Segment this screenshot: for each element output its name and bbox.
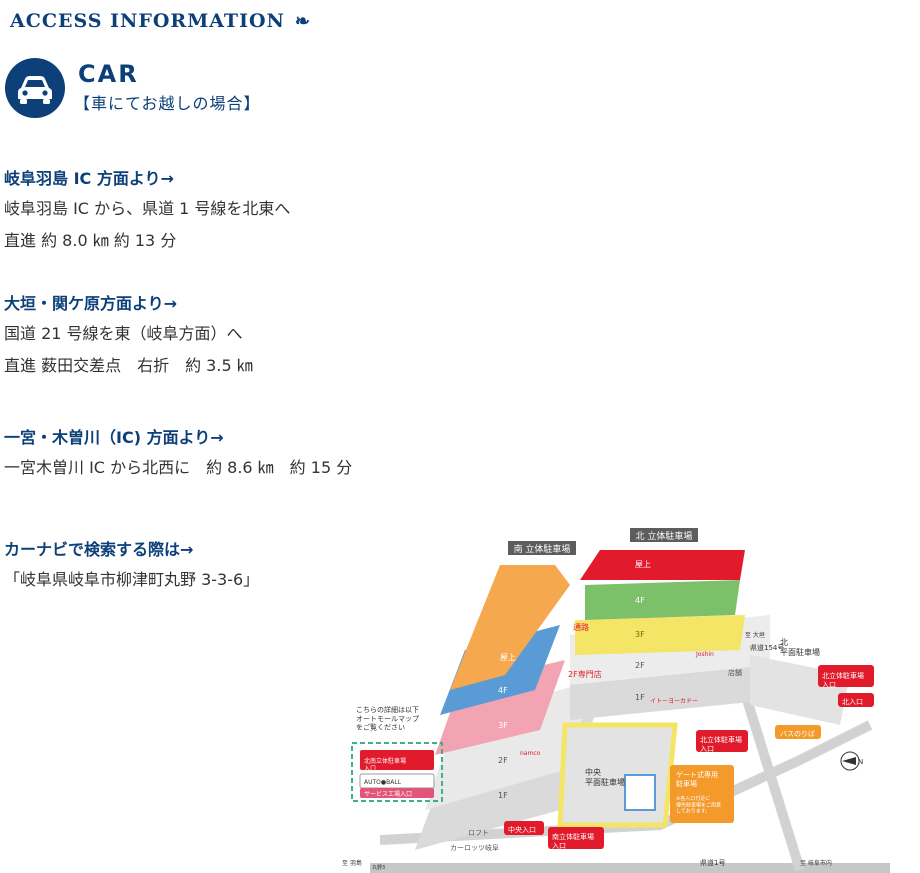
gate-note-label: ※各入口付近に優先駐車場をご用意しております。	[676, 795, 721, 815]
route-navigation: カーナビで検索する際は→ 「岐阜県岐阜市柳津町丸野 3-3-6」	[4, 536, 524, 596]
joshin-logo: Joshin	[695, 651, 714, 658]
bus-stop-label: バスのりば	[780, 729, 815, 738]
route-line: 岐阜羽島 IC から、県道 1 号線を北東へ	[4, 199, 291, 218]
compass-label: N	[858, 758, 863, 766]
pref1-label: 県道1号	[700, 858, 725, 867]
north-roof-deck	[580, 550, 745, 580]
route-ogaki: 大垣・関ケ原方面より→ 国道 21 号線を東（岐阜方面）へ 直進 薮田交差点 右…	[4, 290, 524, 382]
central-flat-label: 中央平面駐車場	[585, 767, 625, 787]
north-tower-entrance-badge	[818, 665, 874, 687]
to-hashima-label: 至 羽島	[342, 859, 362, 867]
north-1f-label: 1F	[635, 693, 645, 702]
loft-label: ロフト	[468, 829, 489, 837]
central-flat-parking	[557, 722, 678, 828]
to-gifu-label: 至 岐阜市内	[800, 859, 832, 867]
route-heading: 大垣・関ケ原方面より→	[4, 294, 178, 313]
service-text: サービス工場入口	[364, 790, 412, 798]
pref154-label: 県道154号	[750, 643, 784, 652]
gate-booth	[624, 774, 656, 811]
south-tower-label: 南 立体駐車場	[514, 543, 571, 555]
south-tower-entrance-label: 南立体駐車場入口	[552, 832, 594, 850]
shop-label: 店舗	[728, 668, 742, 677]
route-line: 直進 約 8.0 ㎞ 約 13 分	[4, 231, 177, 250]
north-4f-label: 4F	[635, 596, 645, 605]
to-ogaki-label: 至 大垣	[745, 631, 765, 639]
central-entrance-label: 中央入口	[508, 825, 536, 834]
car-subtitle: 【車にてお越しの場合】	[74, 94, 261, 113]
north-tower-entrance2-label: 北立体駐車場入口	[700, 735, 742, 753]
passage-label: 通路	[573, 622, 589, 632]
route-line: 直進 薮田交差点 右折 約 3.5 ㎞	[4, 356, 253, 375]
route-ichinomiya: 一宮・木曽川（IC) 方面より→ 一宮木曽川 IC から北西に 約 8.6 ㎞ …	[4, 424, 524, 484]
north-roof-label: 屋上	[635, 560, 651, 569]
gate-parking-label: ゲート式専用駐車場	[676, 770, 718, 788]
north-3f-deck	[575, 615, 745, 655]
central-entrance-badge	[504, 821, 544, 835]
detail-note: こちらの詳細は以下オートモールマップをご覧ください	[356, 705, 419, 732]
section-title: ACCESS INFORMATION ❧	[10, 10, 311, 32]
north-4f-deck	[585, 580, 740, 620]
compass-arrow-icon	[842, 757, 856, 765]
north-entrance-label: 北入口	[842, 698, 863, 706]
south-tower-label-bg	[508, 541, 576, 555]
autoball-text: AUTO●BALL	[364, 779, 402, 786]
north-tower-entrance2-badge	[696, 730, 748, 752]
namco-logo: namco	[520, 750, 541, 757]
parking-map: 南 立体駐車場 北 立体駐車場 屋上 4F 3F 2F 1F 屋上 4F 3F …	[330, 525, 910, 873]
inset-parking-label	[360, 750, 434, 770]
north-tower-label: 北 立体駐車場	[636, 530, 693, 542]
car-icon	[5, 58, 65, 118]
route-heading: 一宮・木曽川（IC) 方面より→	[4, 428, 224, 447]
car-title: CAR	[78, 60, 139, 88]
north-entrance-badge	[838, 693, 874, 707]
north-tower-entrance-label: 北立体駐車場入口	[822, 671, 864, 689]
route-line: 一宮木曽川 IC から北西に 約 8.6 ㎞ 約 15 分	[4, 458, 353, 477]
ornament-icon: ❧	[294, 11, 311, 32]
gate-parking-badge	[670, 765, 734, 823]
route-line: 国道 21 号線を東（岐阜方面）へ	[4, 324, 243, 343]
south-tower-entrance-badge	[548, 827, 604, 849]
maruno3-label: 丸野3	[372, 864, 385, 871]
inset-parking-text: 北南立体駐車場入口	[364, 757, 406, 773]
route-heading: カーナビで検索する際は→	[4, 540, 194, 559]
north-flat-label: 北平面駐車場	[780, 638, 820, 657]
carlots-label: カーロッツ岐阜	[450, 843, 499, 852]
south-2f-label: 2F	[498, 756, 508, 765]
route-hashima: 岐阜羽島 IC 方面より→ 岐阜羽島 IC から、県道 1 号線を北東へ 直進 …	[4, 165, 524, 257]
north-2f-label: 2F	[635, 661, 645, 670]
south-2f-deck	[425, 680, 595, 810]
south-roof-deck	[450, 565, 570, 690]
north-tower-label-bg	[630, 528, 698, 542]
service-label	[360, 788, 434, 798]
section-title-text: ACCESS INFORMATION	[10, 10, 285, 32]
route-heading: 岐阜羽島 IC 方面より→	[4, 169, 174, 188]
south-1f-label: 1F	[498, 791, 508, 800]
ito-yokado-logo: イトーヨーカドー	[650, 698, 698, 705]
inset-frame	[351, 742, 443, 802]
navigation-address: 「岐阜県岐阜市柳津町丸野 3-3-6」	[4, 570, 260, 589]
north-3f-label: 3F	[635, 630, 645, 639]
shops-2f-label: 2F専門店	[568, 669, 602, 679]
south-roof-label: 屋上	[500, 653, 516, 662]
south-3f-label: 3F	[498, 721, 508, 730]
south-4f-label: 4F	[498, 686, 508, 695]
bus-stop-badge	[775, 725, 821, 739]
